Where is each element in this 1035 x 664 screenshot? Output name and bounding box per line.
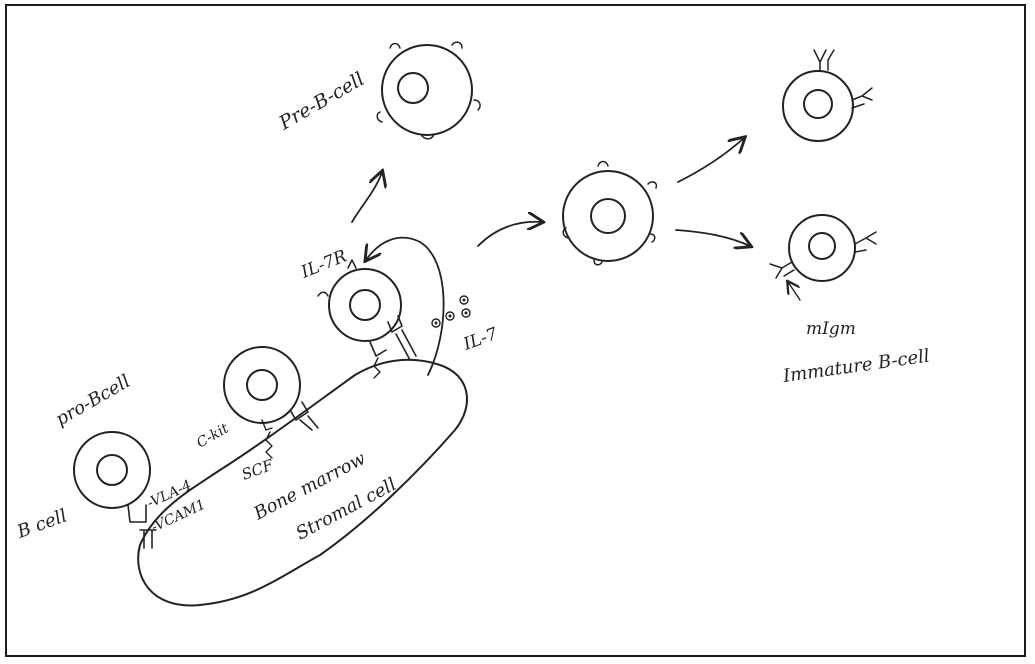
arrow-to-middle-cell xyxy=(478,222,542,246)
label-pre-b-cell: Pre-B-cell xyxy=(275,68,369,135)
middle-pre-b-cell xyxy=(563,162,656,265)
label-b-cell: B cell xyxy=(14,505,70,543)
pre-b-cell xyxy=(377,42,480,139)
il7-molecules xyxy=(432,296,470,327)
immature-b-cell-bottom xyxy=(770,215,876,300)
b-cell xyxy=(74,432,156,548)
immature-b-cell-top xyxy=(783,50,872,141)
label-immature-b-cell: Immature B-cell xyxy=(781,346,931,388)
label-pro-b-cell: pro-Bcell xyxy=(52,371,134,431)
arrow-to-immature-bottom xyxy=(676,230,750,246)
label-c-kit: C-kit xyxy=(194,420,232,451)
arrow-to-immature-top xyxy=(678,138,744,182)
arrow-to-pre-b-cell xyxy=(352,172,382,222)
label-il7: IL-7 xyxy=(460,324,500,355)
label-scf: SCF xyxy=(239,456,276,484)
label-migm: mIgm xyxy=(806,319,856,339)
c-kit-cell xyxy=(224,347,318,458)
